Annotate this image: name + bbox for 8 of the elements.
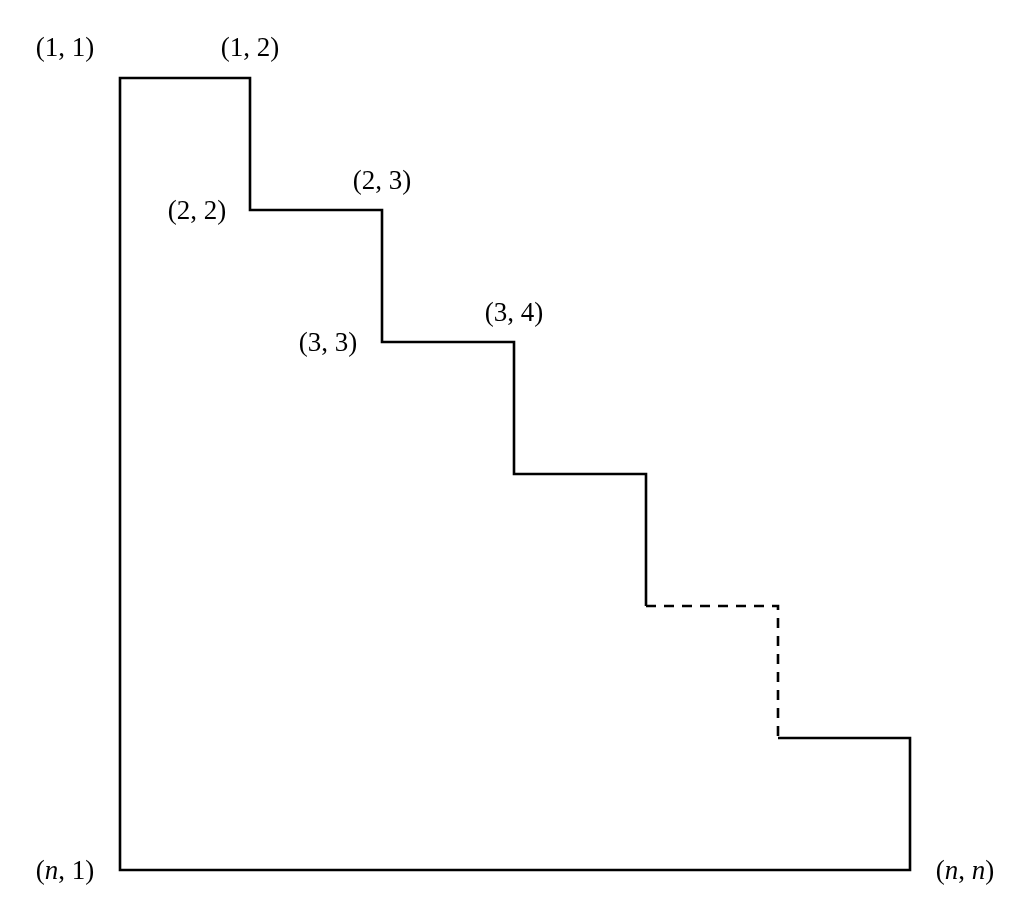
corner-label: (2, 2) [167, 196, 227, 224]
corner-label: (1, 1) [35, 33, 95, 61]
corner-label: (1, 2) [220, 33, 280, 61]
corner-label: (2, 3) [352, 166, 412, 194]
corner-label: (3, 4) [484, 298, 544, 326]
corner-label: (3, 3) [298, 328, 358, 356]
corner-label: (n, n) [935, 856, 995, 884]
corner-label: (n, 1) [35, 856, 95, 884]
